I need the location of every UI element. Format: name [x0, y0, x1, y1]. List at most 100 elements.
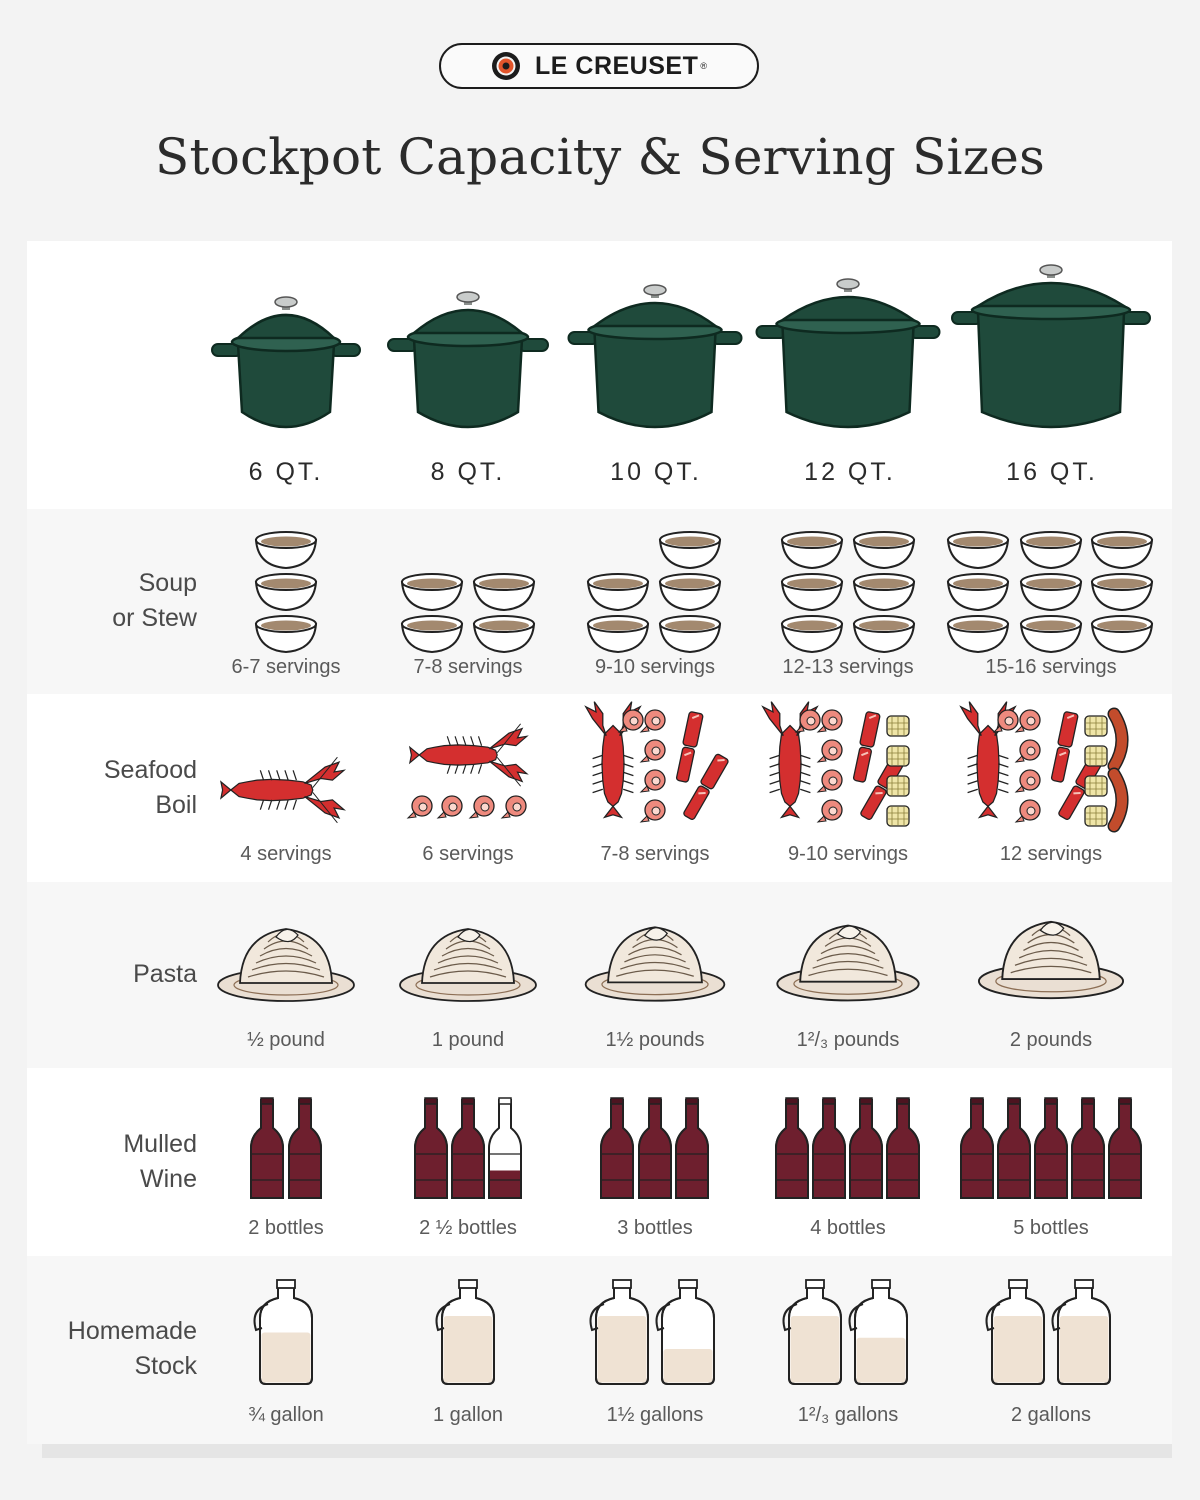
- size-label-16qt: 16 QT.: [1006, 458, 1098, 486]
- size-label-10qt: 10 QT.: [610, 458, 702, 486]
- soup-bowl-icon: [586, 615, 650, 654]
- soup-bowl-icon: [400, 615, 464, 654]
- shrimp-icon: [1014, 709, 1041, 733]
- soup-bowl-icon: [1090, 615, 1154, 654]
- wine-bottle-icon: [600, 1097, 634, 1199]
- serving-value-pasta-2: 1 pound: [431, 1029, 505, 1051]
- row-label-line: Wine: [140, 1165, 197, 1193]
- row-label-line: Pasta: [133, 960, 197, 988]
- wine-bottle-icon: [886, 1097, 920, 1199]
- brand-mark-icon: [492, 52, 520, 80]
- serving-value-seafood-3: 7-8 servings: [600, 843, 710, 865]
- shrimp-icon: [816, 769, 843, 793]
- stock-jug-icon: [782, 1279, 842, 1385]
- wine-bottle-icon: [488, 1097, 522, 1199]
- row-label-wine: Mulled Wine: [123, 1127, 197, 1197]
- row-label-line: Stock: [134, 1352, 197, 1380]
- shrimp-icon: [992, 709, 1019, 733]
- row-label-line: Soup: [138, 569, 197, 597]
- shrimp-icon: [1014, 739, 1041, 763]
- shrimp-icon: [639, 799, 666, 823]
- wine-bottle-icon: [414, 1097, 448, 1199]
- serving-value-seafood-1: 4 servings: [240, 843, 332, 865]
- row-label-line: Mulled: [123, 1130, 197, 1158]
- stock-jugs-illustration: [253, 1279, 1111, 1385]
- stockpot-icon-1: [211, 296, 361, 429]
- serving-value-seafood-4: 9-10 servings: [787, 843, 909, 865]
- serving-value-stock-3: 1½ gallons: [606, 1404, 704, 1426]
- pasta-plate-icon: [584, 926, 726, 1002]
- row-label-seafood: Seafood Boil: [104, 753, 197, 823]
- soup-bowl-icon: [254, 531, 318, 570]
- shrimp-icon: [816, 799, 843, 823]
- row-label-line: Seafood: [103, 756, 197, 784]
- size-label-8qt: 8 QT.: [430, 458, 506, 486]
- serving-value-wine-2: 2 ½ bottles: [419, 1217, 517, 1239]
- soup-bowl-icon: [1019, 615, 1083, 654]
- soup-bowl-icon: [254, 615, 318, 654]
- corn-icon: [886, 745, 910, 767]
- corn-icon: [886, 805, 910, 827]
- soup-bowl-icon: [254, 573, 318, 612]
- page-title: Stockpot Capacity & Serving Sizes: [155, 128, 1045, 186]
- wine-bottle-icon: [1034, 1097, 1068, 1199]
- row-label-soup: Soup or Stew: [112, 566, 197, 636]
- shrimp-icon: [816, 709, 843, 733]
- stock-jug-icon: [435, 1279, 495, 1385]
- shrimp-icon: [794, 709, 821, 733]
- shrimp-icon: [1014, 799, 1041, 823]
- serving-value-pasta-1: ½ pound: [247, 1029, 325, 1051]
- serving-value-stock-5: 2 gallons: [1010, 1404, 1092, 1426]
- soup-bowl-icon: [780, 531, 844, 570]
- stockpots-illustration: [211, 264, 1151, 429]
- soup-bowl-icon: [472, 615, 536, 654]
- stock-jug-icon: [1051, 1279, 1111, 1385]
- pasta-plate-icon: [399, 928, 537, 1002]
- serving-value-soup-4: 12-13 servings: [782, 656, 914, 678]
- shrimp-icon: [816, 739, 843, 763]
- wine-bottle-icon: [1108, 1097, 1142, 1199]
- serving-value-wine-1: 2 bottles: [248, 1217, 324, 1239]
- serving-value-seafood-5: 12 servings: [999, 843, 1103, 865]
- soup-bowl-icon: [780, 573, 844, 612]
- stockpot-icon-3: [567, 284, 743, 429]
- brand-name: LE CREUSET: [535, 51, 699, 80]
- pasta-plate-icon: [217, 928, 355, 1002]
- lobster-icon: [220, 756, 347, 824]
- shrimp-icon: [639, 739, 666, 763]
- shrimp-icon: [406, 795, 433, 819]
- stockpot-icon-2: [387, 291, 549, 429]
- soup-bowl-icon: [400, 573, 464, 612]
- wine-bottle-icon: [1071, 1097, 1105, 1199]
- serving-value-stock-2: 1 gallon: [432, 1404, 504, 1426]
- stock-jug-icon: [589, 1279, 649, 1385]
- corn-icon: [1084, 715, 1108, 737]
- wine-bottle-icon: [250, 1097, 284, 1199]
- lobster-icon: [408, 723, 529, 787]
- corn-icon: [1084, 745, 1108, 767]
- row-label-line: Boil: [155, 791, 197, 819]
- stock-jug-icon: [655, 1279, 715, 1385]
- soup-bowl-icon: [946, 615, 1010, 654]
- shrimp-icon: [1014, 769, 1041, 793]
- wine-bottles-illustration: [250, 1097, 1142, 1199]
- row-label-pasta: Pasta: [133, 957, 197, 992]
- wine-bottle-icon: [775, 1097, 809, 1199]
- shrimp-icon: [617, 709, 644, 733]
- corn-icon: [1084, 775, 1108, 797]
- brand-logo: LE CREUSET ®: [439, 43, 759, 89]
- serving-value-wine-3: 3 bottles: [617, 1217, 693, 1239]
- stock-jug-icon: [985, 1279, 1045, 1385]
- wine-bottle-icon: [638, 1097, 672, 1199]
- stock-jug-icon: [848, 1279, 908, 1385]
- serving-value-soup-1: 6-7 servings: [231, 656, 341, 678]
- row-label-line: Homemade: [67, 1317, 197, 1345]
- serving-value-stock-1: ¾ gallon: [248, 1404, 324, 1426]
- chart-card: [27, 241, 1172, 1444]
- serving-value-soup-3: 9-10 servings: [594, 656, 716, 678]
- row-label-stock: Homemade Stock: [68, 1314, 197, 1384]
- soup-bowls-illustration: [254, 531, 1154, 654]
- corn-icon: [1084, 805, 1108, 827]
- corn-icon: [886, 775, 910, 797]
- soup-bowl-icon: [658, 531, 722, 570]
